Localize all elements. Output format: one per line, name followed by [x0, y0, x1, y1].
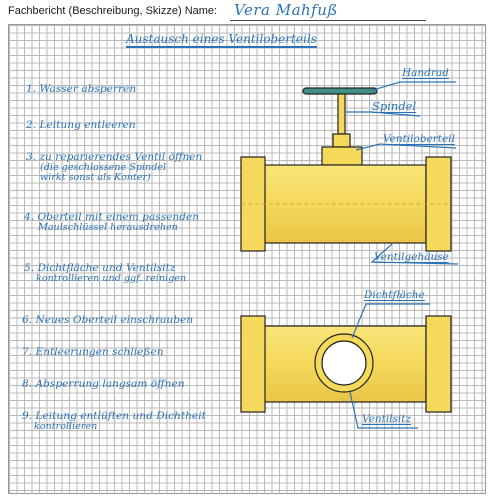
- valve-seat-ring: [321, 340, 367, 386]
- leader-lines: [346, 81, 459, 429]
- graph-paper: [8, 24, 486, 494]
- author-name: Vera Mahfuß: [234, 1, 338, 19]
- step-7: 7. Entleerungen schließen: [22, 346, 164, 358]
- label-ventilsitz: Ventilsitz: [362, 413, 412, 425]
- label-handrad: Handrad: [402, 67, 449, 79]
- valve-side-view: [240, 87, 452, 252]
- step-9: 9. Leitung entlüften und Dichtheit kontr…: [22, 410, 206, 433]
- valve-top-view: [240, 315, 452, 413]
- handwheel-icon: [302, 87, 378, 95]
- step-6: 6. Neues Oberteil einschrauben: [22, 314, 194, 326]
- label-spindel: Spindel: [372, 99, 417, 113]
- valve-bonnet-nut: [332, 133, 351, 148]
- step-1: 1. Wasser absperren: [26, 83, 137, 95]
- spindle-icon: [337, 93, 346, 135]
- step-5: 5. Dichtfläche und Ventilsitz kontrollie…: [24, 262, 187, 285]
- label-ventilgehaeuse: Ventilgehäuse: [374, 251, 449, 263]
- step-8: 8. Absperrung langsam öffnen: [22, 378, 185, 390]
- name-underline: [230, 20, 426, 21]
- form-header: Fachbericht (Beschreibung, Skizze) Name:…: [8, 1, 426, 21]
- label-dichtflaeche: Dichtfläche: [364, 289, 425, 301]
- step-4: 4. Oberteil mit einem passenden Maulschl…: [24, 211, 200, 234]
- page-title: Austausch eines Ventiloberteils: [126, 32, 317, 46]
- label-ventiloberteil: Ventiloberteil: [383, 133, 455, 145]
- form-label: Fachbericht (Beschreibung, Skizze) Name:: [8, 5, 218, 17]
- right-end-nut-top: [425, 315, 452, 413]
- step-3: 3. zu reparierendes Ventil öffnen (die g…: [26, 151, 203, 184]
- left-end-nut-top: [240, 315, 266, 413]
- step-2: 2. Leitung entleeren: [26, 119, 136, 131]
